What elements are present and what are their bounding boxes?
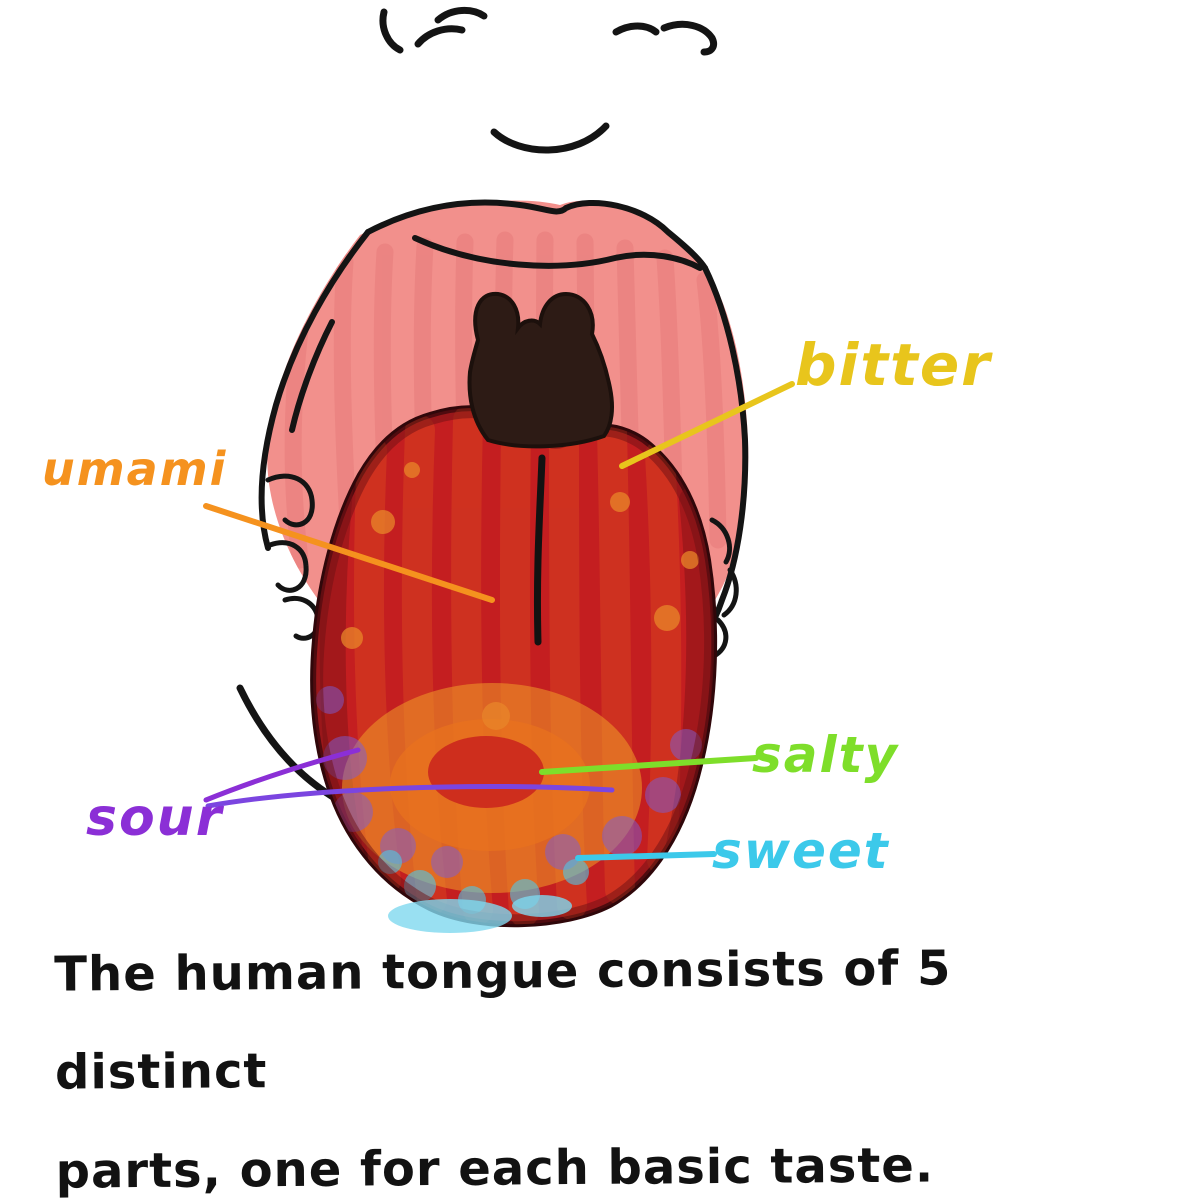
salty-pointer-line bbox=[539, 755, 759, 775]
caption-line-1: The human tongue consists of 5 distinct bbox=[54, 940, 952, 1102]
sweet-pointer-line bbox=[575, 851, 717, 861]
papilla bbox=[341, 627, 363, 649]
upper-lip-line bbox=[365, 199, 708, 271]
caption: The human tongue consists of 5 distinct … bbox=[54, 918, 1106, 1204]
upper-gum-line bbox=[412, 235, 703, 271]
papillae-orange bbox=[341, 462, 699, 730]
corner-scribble bbox=[721, 567, 739, 618]
label-sour: sour bbox=[86, 788, 224, 848]
throat-shape bbox=[467, 291, 614, 449]
umami-pointer-line bbox=[203, 503, 495, 603]
sour-dot bbox=[645, 777, 681, 813]
nose-base-stroke bbox=[490, 122, 610, 154]
sweet-smear-blob bbox=[512, 895, 572, 917]
label-umami: umami bbox=[42, 442, 228, 496]
lip-fold-line bbox=[289, 319, 335, 433]
corner-scribble bbox=[267, 540, 309, 593]
corner-scribble bbox=[709, 517, 732, 565]
sour-dot bbox=[431, 846, 463, 878]
sweet-dot bbox=[563, 859, 589, 885]
papilla bbox=[610, 492, 630, 512]
sweet-smear bbox=[388, 895, 572, 933]
sketch-stroke bbox=[414, 25, 466, 48]
sour-pointer-line-2 bbox=[205, 784, 615, 809]
label-bitter: bitter bbox=[795, 331, 992, 399]
papilla bbox=[482, 702, 510, 730]
mouth-outline bbox=[258, 199, 749, 645]
sketch-stroke bbox=[434, 7, 488, 24]
label-sweet: sweet bbox=[712, 822, 890, 880]
sketch-stroke bbox=[612, 22, 660, 36]
papilla bbox=[404, 462, 420, 478]
label-lines bbox=[203, 381, 795, 861]
tongue-texture bbox=[313, 408, 715, 925]
label-salty: salty bbox=[752, 726, 900, 784]
mouth-left-outline bbox=[258, 229, 371, 551]
mouth-streak bbox=[696, 271, 727, 549]
median-sulcus-line bbox=[533, 454, 546, 646]
glow-center bbox=[428, 736, 544, 808]
corner-scribble bbox=[711, 617, 729, 659]
sweet-smear-blob bbox=[388, 899, 512, 933]
caption-line-2: parts, one for each basic taste. bbox=[55, 1137, 935, 1200]
bitter-pointer-line bbox=[619, 381, 795, 469]
papilla bbox=[681, 551, 699, 569]
papilla bbox=[654, 605, 680, 631]
sketch-stroke bbox=[660, 20, 718, 56]
mouth-right-outline bbox=[697, 265, 749, 645]
mouth-streak bbox=[284, 321, 309, 569]
sour-dot bbox=[602, 816, 642, 856]
papilla bbox=[371, 510, 395, 534]
sour-pointer-line-1 bbox=[203, 747, 361, 803]
sketch-stroke bbox=[379, 8, 404, 54]
corner-scribble bbox=[265, 473, 315, 528]
